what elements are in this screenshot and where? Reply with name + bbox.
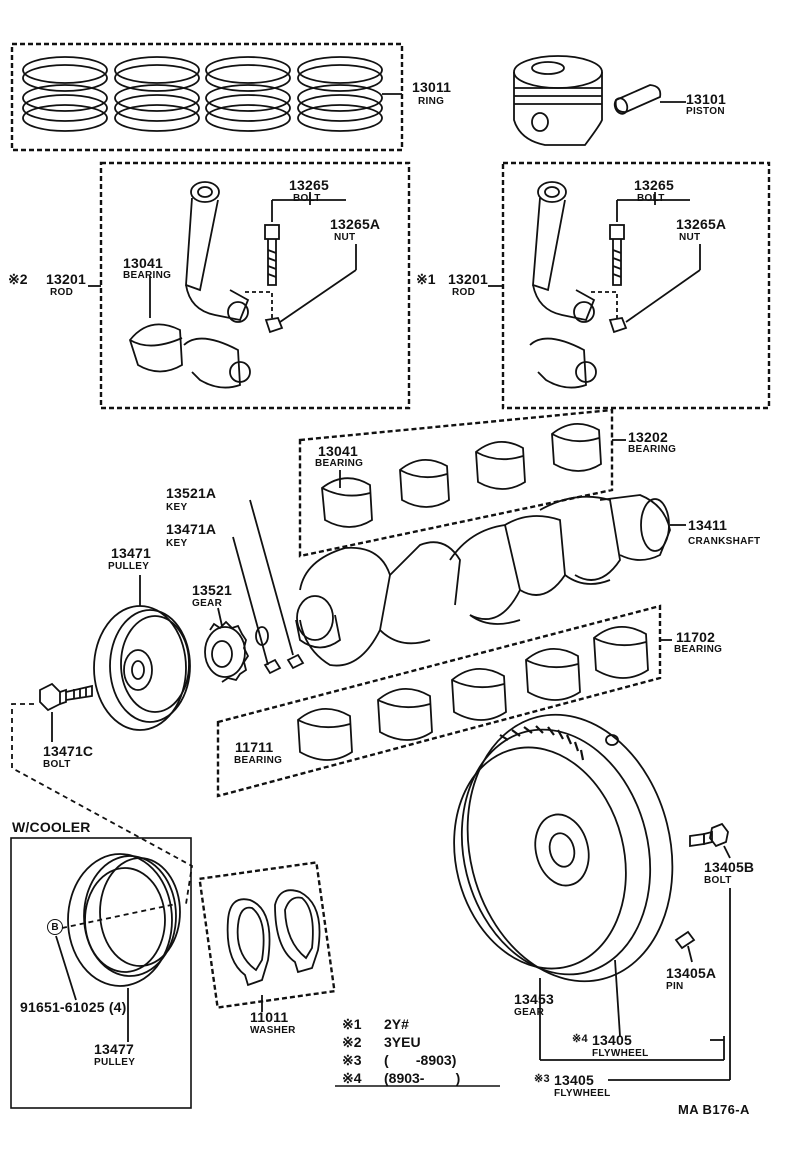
bolt-13405b-drawing — [689, 822, 731, 859]
rod-bearing-set-name: BEARING — [315, 458, 364, 469]
bearing-left-number: 13041 — [123, 255, 163, 271]
bolt-91651-number: 91651-61025 (4) — [20, 999, 127, 1015]
flywheel-3-number: 13405 — [554, 1072, 594, 1088]
ring-number: 13011 — [412, 79, 452, 95]
legend-2-marker: ※2 — [342, 1034, 362, 1050]
main-bearings-row — [297, 626, 672, 761]
bearing-11711-number: 11711 — [235, 739, 274, 755]
key-13521a-name: KEY — [166, 502, 188, 513]
crankshaft-name: CRANKSHAFT — [688, 536, 761, 547]
rod-right-number: 13201 — [448, 271, 488, 287]
flywheel-3-name: FLYWHEEL — [554, 1088, 611, 1099]
legend-1-text: 2Y# — [384, 1016, 409, 1032]
washers-drawing — [226, 889, 321, 1012]
key-13521a-number: 13521A — [166, 485, 217, 501]
pulley-13477-drawing — [55, 853, 181, 1042]
crankshaft-number: 13411 — [688, 517, 728, 533]
flywheel-4-name: FLYWHEEL — [592, 1048, 649, 1059]
bearing-11702-group-box — [216, 604, 662, 798]
piston-pin-drawing — [613, 84, 686, 115]
bearing-13041-left-drawing — [128, 276, 183, 373]
bearing-13202-number: 13202 — [628, 429, 668, 445]
bearing-13202-group-box — [298, 408, 614, 558]
pin-13405a-number: 13405A — [666, 965, 717, 981]
gear-13521-name: GEAR — [192, 598, 223, 609]
flywheel-drawing — [453, 713, 731, 1081]
callout-b: B — [47, 919, 63, 935]
rod-left-group-box — [99, 161, 411, 410]
rod-left-name: ROD — [50, 287, 74, 298]
bolt-13471c-drawing — [39, 682, 93, 742]
crankshaft-drawing — [295, 494, 686, 667]
ring-group-box — [10, 42, 404, 152]
diagram-code: MA B176-A — [678, 1102, 750, 1117]
connecting-rod-right — [529, 181, 701, 389]
w-cooler-label: W/COOLER — [12, 819, 91, 835]
piston-drawing — [513, 55, 603, 146]
bolt-right-name: BOLT — [637, 193, 665, 204]
connecting-rod-left — [183, 181, 357, 389]
legend-3-marker: ※3 — [342, 1052, 362, 1068]
piston-number: 13101 — [686, 91, 726, 107]
washer-group-box — [198, 861, 336, 1009]
bolt-right-number: 13265 — [634, 177, 674, 193]
pin-13405a-drawing — [674, 930, 696, 963]
legend-4-text: (8903- ) — [384, 1070, 461, 1086]
bolt-13405b-number: 13405B — [704, 859, 755, 875]
washer-name: WASHER — [250, 1025, 296, 1036]
piston-ring-sets — [22, 56, 402, 132]
pulley-13477-name: PULLEY — [94, 1057, 136, 1068]
bolt-13405b-name: BOLT — [704, 875, 732, 886]
bearing-11711-name: BEARING — [234, 755, 283, 766]
rod-bearings-row — [321, 423, 626, 528]
rod-right-name: ROD — [452, 287, 476, 298]
bearing-13202-name: BEARING — [628, 444, 677, 455]
bearing-left-name: BEARING — [123, 270, 172, 281]
nut-right-number: 13265A — [676, 216, 727, 232]
bolt-left-name: BOLT — [293, 193, 321, 204]
nut-left-number: 13265A — [330, 216, 381, 232]
legend-4-marker: ※4 — [342, 1070, 362, 1086]
pulley-13471-name: PULLEY — [108, 561, 150, 572]
gear-13521-drawing — [204, 607, 250, 683]
bolt-13471c-number: 13471C — [43, 743, 94, 759]
flywheel-3-marker: ※3 — [534, 1073, 550, 1085]
rod-left-number: 13201 — [46, 271, 86, 287]
key-13471a-number: 13471A — [166, 521, 217, 537]
ring-name: RING — [418, 96, 445, 107]
gear-13453-number: 13453 — [514, 991, 554, 1007]
pulley-13471-number: 13471 — [111, 545, 151, 561]
legend-3-text: ( -8903) — [384, 1052, 457, 1068]
washer-number: 11011 — [250, 1009, 289, 1025]
rod-bearing-set-number: 13041 — [318, 443, 358, 459]
nut-left-name: NUT — [334, 232, 356, 243]
rod-right-marker: ※1 — [416, 271, 436, 287]
pulley-13471-drawing — [93, 575, 191, 731]
bearing-11702-number: 11702 — [676, 629, 716, 645]
nut-right-name: NUT — [679, 232, 701, 243]
rod-left-marker: ※2 — [8, 271, 28, 287]
pin-13405a-name: PIN — [666, 981, 684, 992]
keys-drawing — [232, 499, 305, 675]
cooler-leader — [11, 703, 193, 929]
flywheel-4-marker: ※4 — [572, 1033, 588, 1045]
w-cooler-box — [10, 837, 192, 1109]
legend-1-marker: ※1 — [342, 1016, 362, 1032]
pulley-13477-number: 13477 — [94, 1041, 134, 1057]
bearing-11702-name: BEARING — [674, 644, 723, 655]
gear-13521-number: 13521 — [192, 582, 232, 598]
key-13471a-name: KEY — [166, 538, 188, 549]
piston-name: PISTON — [686, 106, 725, 117]
legend-2-text: 3YEU — [384, 1034, 421, 1050]
bolt-13471c-name: BOLT — [43, 759, 71, 770]
bolt-left-number: 13265 — [289, 177, 329, 193]
gear-13453-name: GEAR — [514, 1007, 545, 1018]
flywheel-4-number: 13405 — [592, 1032, 632, 1048]
